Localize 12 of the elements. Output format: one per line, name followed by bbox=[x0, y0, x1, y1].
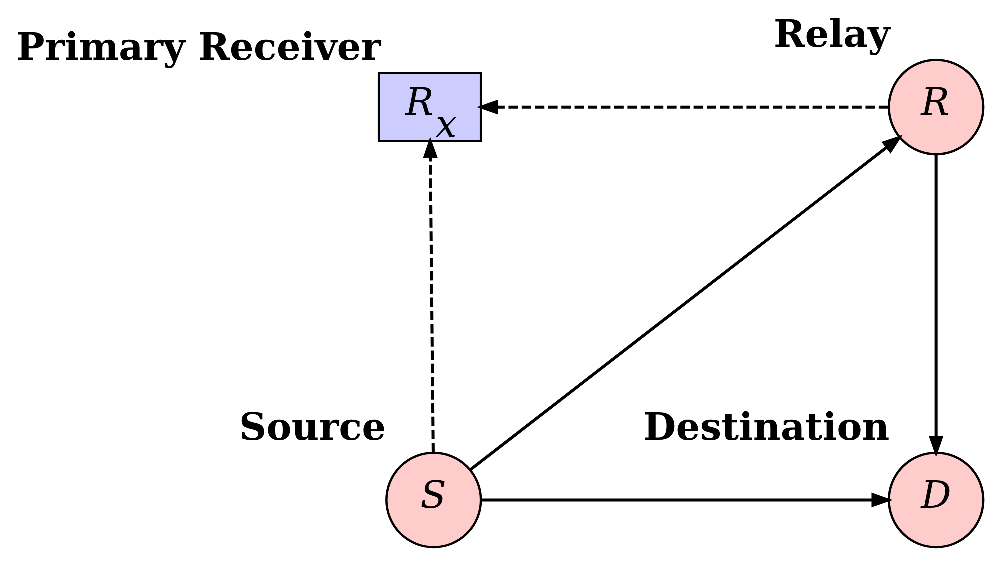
arrow bbox=[470, 135, 903, 471]
node-circle: R bbox=[888, 58, 985, 156]
node-label: Destination bbox=[644, 404, 890, 449]
node-circle: S bbox=[386, 452, 482, 549]
node-label: Relay bbox=[774, 12, 890, 56]
node-label: Source bbox=[239, 404, 386, 449]
arrow bbox=[928, 154, 944, 458]
node-label: Primary Receiver bbox=[16, 25, 382, 70]
arrow bbox=[476, 100, 888, 115]
arrow bbox=[482, 492, 893, 508]
node-circle: D bbox=[888, 452, 985, 549]
arrow bbox=[423, 137, 438, 453]
